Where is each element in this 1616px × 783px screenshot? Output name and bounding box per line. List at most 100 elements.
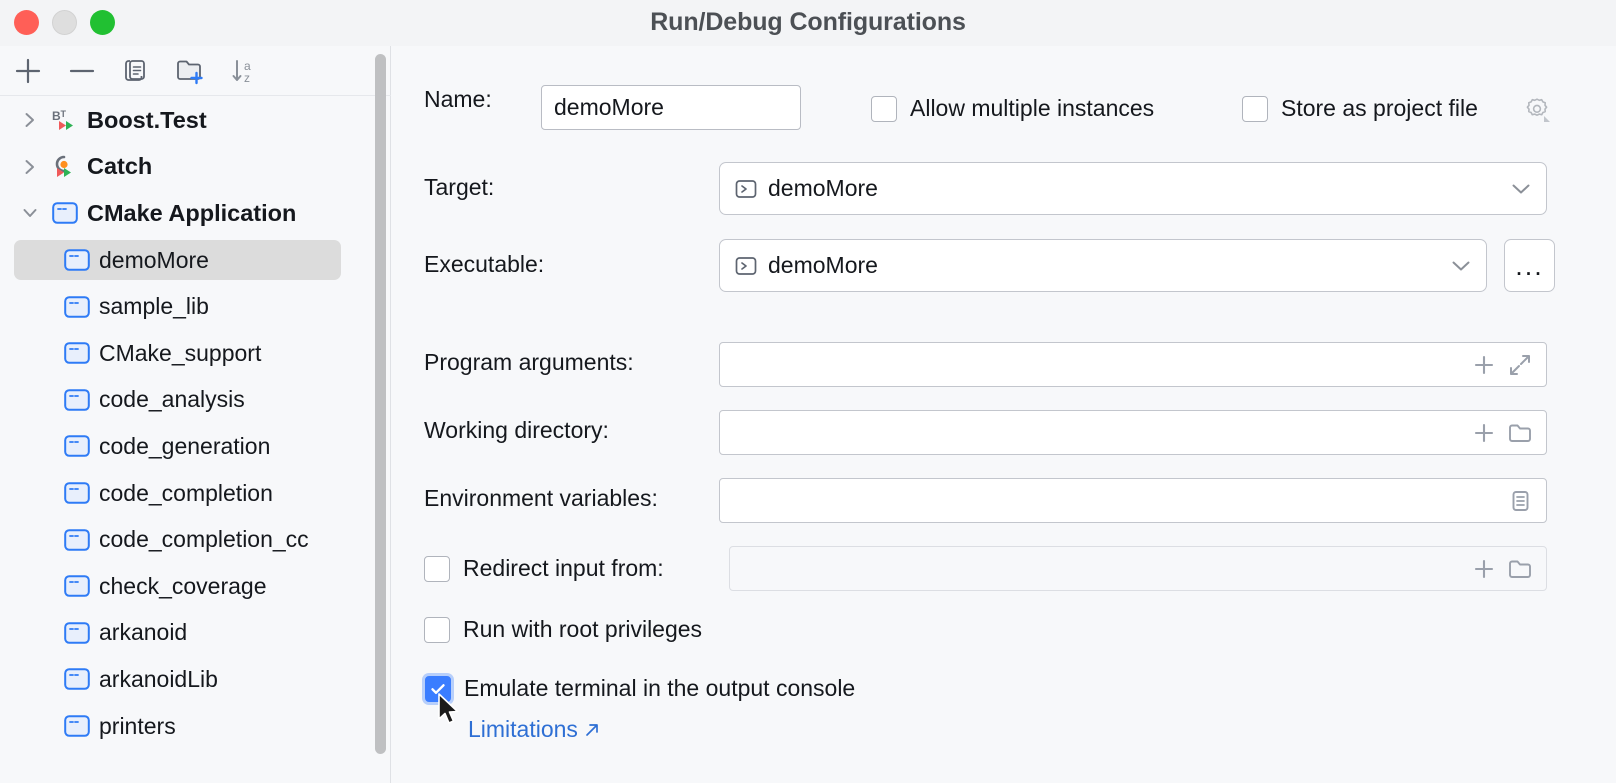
- tree-item-label: arkanoid: [99, 619, 187, 646]
- tree-item-label: arkanoidLib: [99, 666, 218, 693]
- redirect-input-checkbox[interactable]: Redirect input from:: [424, 555, 664, 582]
- cmake-app-icon: [62, 620, 92, 646]
- executable-browse-button[interactable]: ...: [1504, 239, 1555, 292]
- expand-icon[interactable]: [1506, 351, 1534, 379]
- edit-list-icon[interactable]: [1506, 487, 1534, 515]
- folder-icon[interactable]: [1506, 419, 1534, 447]
- target-row: Target:: [424, 174, 494, 201]
- executable-label: Executable:: [424, 251, 544, 278]
- emulate-terminal-checkbox[interactable]: Emulate terminal in the output console: [425, 675, 855, 702]
- tree-item-check-coverage[interactable]: check_coverage: [0, 563, 391, 610]
- tree-item-label: check_coverage: [99, 573, 267, 600]
- boost-test-icon: B T: [50, 107, 80, 133]
- folder-icon[interactable]: [1506, 555, 1534, 583]
- configurations-tree[interactable]: B T Boost.Test: [0, 97, 391, 783]
- checkbox-box[interactable]: [1242, 96, 1268, 122]
- tree-item-arkanoidlib[interactable]: arkanoidLib: [0, 656, 391, 703]
- cmake-app-icon: [62, 573, 92, 599]
- chevron-down-icon[interactable]: [1510, 182, 1532, 196]
- cmake-app-icon: [50, 200, 80, 226]
- gear-icon[interactable]: [1523, 95, 1551, 123]
- tree-item-code-analysis[interactable]: code_analysis: [0, 377, 391, 424]
- executable-combobox[interactable]: demoMore: [719, 239, 1487, 292]
- cmake-app-icon: [62, 480, 92, 506]
- tree-item-code-completion[interactable]: code_completion: [0, 470, 391, 517]
- checkbox-box[interactable]: [424, 556, 450, 582]
- sort-button[interactable]: a z: [222, 51, 266, 91]
- working-directory-row: Working directory:: [424, 417, 609, 444]
- allow-multiple-instances-checkbox[interactable]: Allow multiple instances: [871, 95, 1154, 122]
- environment-variables-row: Environment variables:: [424, 485, 658, 512]
- tree-item-label: Catch: [87, 153, 152, 180]
- program-arguments-input[interactable]: [719, 342, 1547, 387]
- tree-item-arkanoid[interactable]: arkanoid: [0, 610, 391, 657]
- sidebar-toolbar: a z: [0, 46, 391, 96]
- chevron-down-icon[interactable]: [16, 205, 44, 221]
- tree-item-sample-lib[interactable]: sample_lib: [0, 283, 391, 330]
- cmake-app-icon: [62, 666, 92, 692]
- environment-variables-input[interactable]: [719, 478, 1547, 523]
- name-row: Name:: [424, 86, 492, 113]
- cmake-app-icon: [62, 713, 92, 739]
- tree-item-cmake-support[interactable]: CMake_support: [0, 330, 391, 377]
- cmake-app-icon: [62, 340, 92, 366]
- store-as-project-file-label: Store as project file: [1281, 95, 1478, 122]
- tree-item-code-completion-cc[interactable]: code_completion_cc: [0, 516, 391, 563]
- tree-item-label: sample_lib: [99, 293, 209, 320]
- sidebar-scrollbar[interactable]: [375, 54, 386, 754]
- chevron-down-icon[interactable]: [1450, 259, 1472, 273]
- tree-item-label: code_analysis: [99, 386, 245, 413]
- target-value: demoMore: [768, 175, 878, 202]
- emulate-terminal-label: Emulate terminal in the output console: [464, 675, 855, 702]
- tree-item-boost-test[interactable]: B T Boost.Test: [0, 97, 391, 144]
- redirect-input-label: Redirect input from:: [463, 555, 664, 582]
- allow-multiple-instances-label: Allow multiple instances: [910, 95, 1154, 122]
- catch-icon: [50, 154, 80, 180]
- run-with-root-privileges-checkbox[interactable]: Run with root privileges: [424, 616, 702, 643]
- name-label: Name:: [424, 86, 492, 113]
- add-icon[interactable]: [1470, 419, 1498, 447]
- remove-configuration-button[interactable]: [60, 51, 104, 91]
- cmake-app-icon: [62, 527, 92, 553]
- working-directory-label: Working directory:: [424, 417, 609, 444]
- cmake-app-icon: [62, 387, 92, 413]
- tree-item-label: demoMore: [99, 247, 209, 274]
- name-input[interactable]: demoMore: [541, 85, 801, 130]
- mouse-cursor: [437, 693, 463, 727]
- chevron-right-icon[interactable]: [16, 158, 44, 176]
- limitations-link[interactable]: Limitations: [468, 716, 601, 743]
- tree-item-cmake-application[interactable]: CMake Application: [0, 190, 391, 237]
- tree-item-label: code_generation: [99, 433, 270, 460]
- svg-text:T: T: [61, 109, 67, 119]
- chevron-right-icon[interactable]: [16, 111, 44, 129]
- copy-configuration-button[interactable]: [114, 51, 158, 91]
- working-directory-input[interactable]: [719, 410, 1547, 455]
- tree-item-label: code_completion: [99, 480, 273, 507]
- checkbox-box[interactable]: [871, 96, 897, 122]
- environment-variables-label: Environment variables:: [424, 485, 658, 512]
- add-configuration-button[interactable]: [6, 51, 50, 91]
- target-label: Target:: [424, 174, 494, 201]
- add-icon[interactable]: [1470, 555, 1498, 583]
- cmake-app-icon: [62, 247, 92, 273]
- configuration-form: Name: demoMore Allow multiple instances …: [392, 46, 1616, 783]
- redirect-input-field[interactable]: [729, 546, 1547, 591]
- checkbox-box[interactable]: [424, 617, 450, 643]
- tree-item-label: CMake_support: [99, 340, 261, 367]
- tree-item-label: CMake Application: [87, 200, 296, 227]
- add-icon[interactable]: [1470, 351, 1498, 379]
- tree-item-label: code_completion_cc: [99, 526, 309, 553]
- tree-item-catch[interactable]: Catch: [0, 144, 391, 191]
- store-as-project-file-checkbox[interactable]: Store as project file: [1242, 95, 1478, 122]
- svg-text:z: z: [244, 71, 250, 85]
- tree-item-demomore[interactable]: demoMore: [0, 237, 391, 284]
- tree-item-code-generation[interactable]: code_generation: [0, 423, 391, 470]
- target-combobox[interactable]: demoMore: [719, 162, 1547, 215]
- tree-item-label: Boost.Test: [87, 107, 207, 134]
- cmake-app-icon: [62, 433, 92, 459]
- terminal-icon: [734, 177, 758, 201]
- new-folder-button[interactable]: [168, 51, 212, 91]
- tree-item-printers[interactable]: printers: [0, 703, 391, 750]
- terminal-icon: [734, 254, 758, 278]
